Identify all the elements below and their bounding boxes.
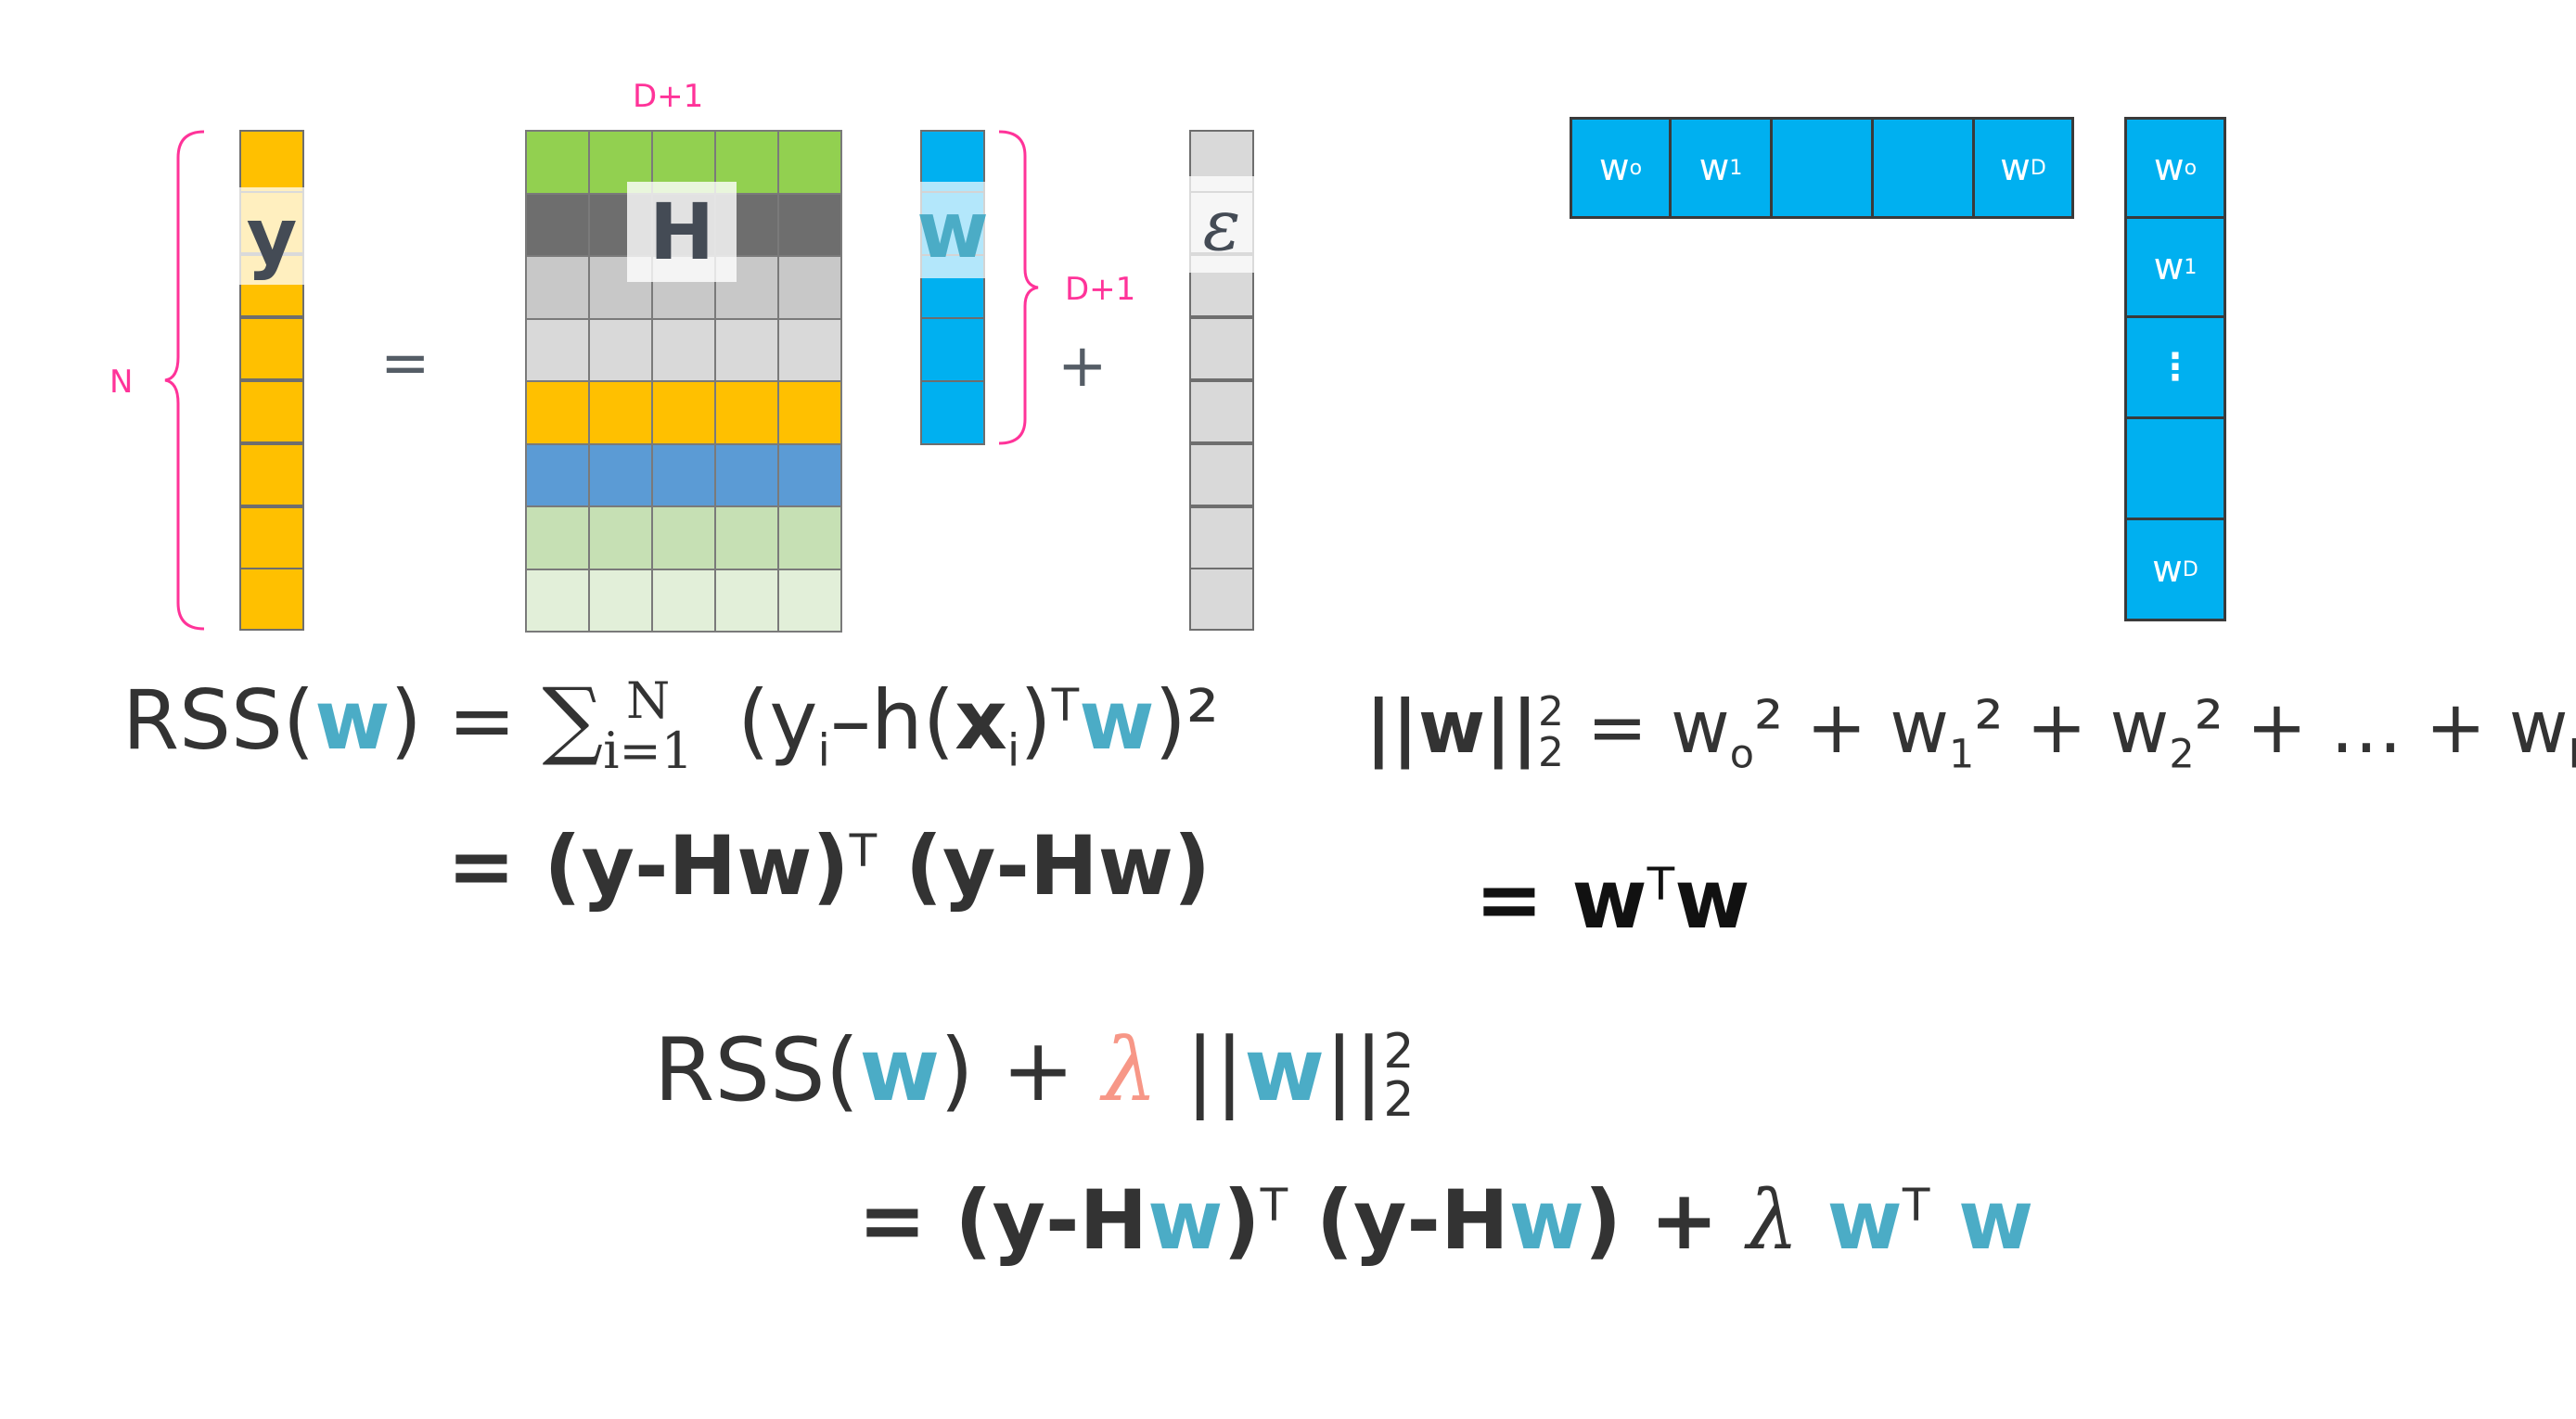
h-matrix-cell: [777, 255, 842, 320]
h-matrix-cell: [525, 192, 590, 257]
h-matrix-cell: [588, 568, 653, 633]
h-matrix-cell: [777, 192, 842, 257]
epsilon-label: ε: [1189, 176, 1254, 273]
h-matrix-cell: [588, 317, 653, 382]
h-matrix: [525, 130, 842, 633]
plus-sign: +: [1057, 332, 1108, 401]
h-matrix-cell: [525, 317, 590, 382]
h-matrix-cell: [714, 317, 779, 382]
h-matrix-cell: [651, 380, 716, 445]
row-cell: [1770, 117, 1874, 219]
h-matrix-cell: [651, 442, 716, 507]
h-matrix-cell: [777, 505, 842, 570]
ridge-matrix-form: = (y-Hw)T (y-Hw) + λ wT w: [858, 1172, 2034, 1268]
h-matrix-cell: [588, 380, 653, 445]
h-matrix-cell: [777, 442, 842, 507]
h-matrix-cell: [588, 442, 653, 507]
h-label: H: [627, 182, 737, 282]
rss-matrix-form: = (y-Hw)T (y-Hw): [447, 818, 1211, 914]
col-cell: ⋮: [2124, 315, 2226, 419]
h-matrix-cell: [525, 255, 590, 320]
d-plus-1-right-label: D+1: [1065, 271, 1136, 308]
h-matrix-cell: [525, 442, 590, 507]
col-cell: [2124, 416, 2226, 520]
h-matrix-cell: [525, 568, 590, 633]
h-matrix-cell: [525, 380, 590, 445]
h-matrix-cell: [714, 505, 779, 570]
h-matrix-cell: [777, 130, 842, 195]
d-plus-1-brace: [998, 130, 1039, 445]
d-plus-1-top-label: D+1: [633, 78, 704, 115]
w-vector: [920, 130, 985, 445]
equals-sign: =: [380, 329, 430, 398]
n-label: N: [109, 364, 134, 401]
h-matrix-cell: [525, 505, 590, 570]
h-matrix-cell: [651, 505, 716, 570]
h-matrix-cell: [588, 505, 653, 570]
wtw-formula: = wTw: [1475, 851, 1750, 947]
h-matrix-cell: [714, 380, 779, 445]
h-matrix-cell: [714, 442, 779, 507]
h-matrix-cell: [525, 130, 590, 195]
n-brace: [164, 130, 205, 631]
h-matrix-cell: [714, 568, 779, 633]
h-matrix-cell: [651, 568, 716, 633]
h-matrix-cell: [777, 380, 842, 445]
y-label: y: [239, 187, 304, 285]
w-label: w: [904, 182, 1001, 278]
h-matrix-cell: [777, 568, 842, 633]
h-matrix-cell: [651, 317, 716, 382]
l2-norm-formula: ||w||22 = wo² + w1² + w2² + … + wD²: [1365, 686, 2576, 778]
h-matrix-cell: [777, 317, 842, 382]
row-cell: [1871, 117, 1975, 219]
